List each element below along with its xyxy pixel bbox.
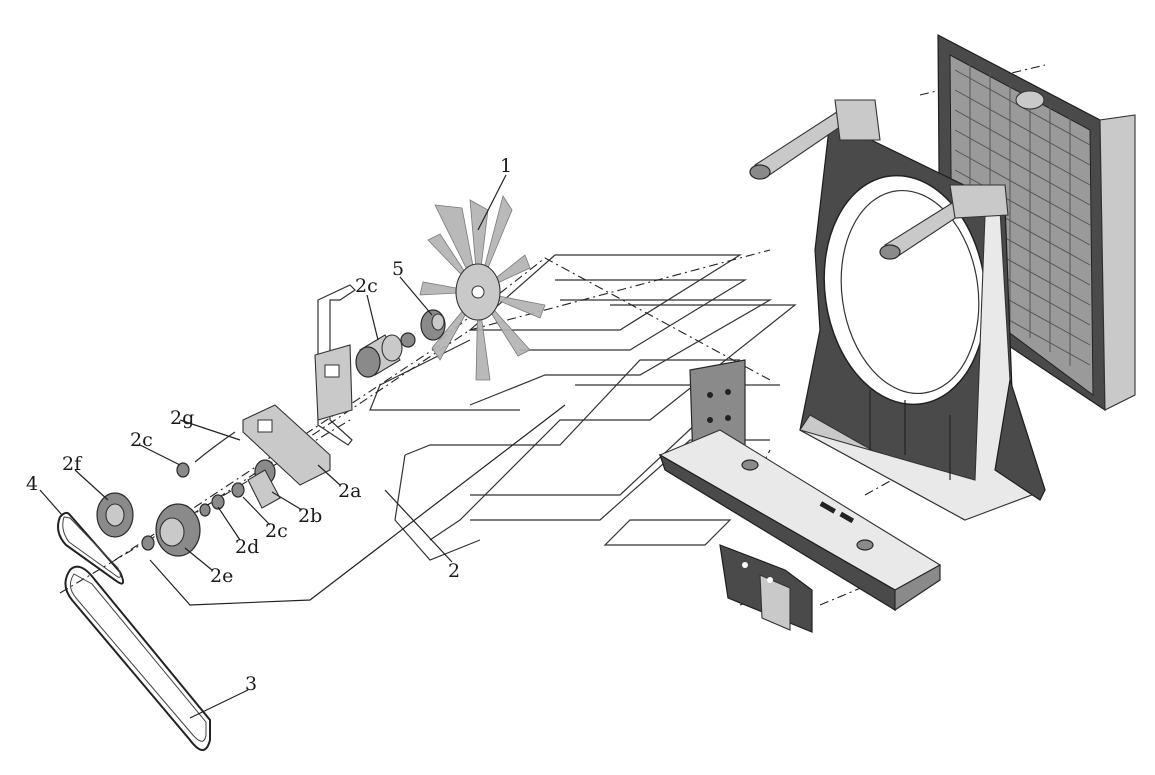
drive-belts [57, 511, 211, 751]
fan-shroud [799, 119, 1046, 521]
label-drive-pulley: 2e [210, 565, 233, 587]
fan [419, 195, 546, 381]
bracket-plate [194, 284, 356, 486]
label-fan-drive-assembly: 2 [448, 560, 460, 582]
label-pulley-shaft: 2b [298, 505, 322, 527]
label-hub-flange: 5 [392, 258, 404, 280]
pulley-set [96, 459, 281, 557]
label-spacer-lower: 2c [265, 520, 288, 542]
label-washer: 2d [235, 536, 259, 558]
chevron-outlines [369, 254, 797, 561]
label-bracket: 2a [338, 480, 361, 502]
label-spacer-hub: 2c [355, 275, 378, 297]
label-belt-short: 4 [26, 473, 38, 495]
label-belt-long: 3 [245, 673, 257, 695]
label-idler-pulley: 2f [62, 453, 83, 475]
hub-parts [355, 309, 446, 378]
callout-labels: 1 5 2c 2g 2c 2f 4 2a 2b 2c 2d 2e 2 3 [26, 155, 512, 695]
tie-rods [749, 99, 1009, 260]
label-tension-bolt: 2g [170, 407, 194, 429]
label-spacer-upper: 2c [130, 429, 153, 451]
mounting-brackets [658, 359, 942, 633]
leader-lines [39, 174, 566, 719]
label-fan: 1 [500, 155, 512, 177]
